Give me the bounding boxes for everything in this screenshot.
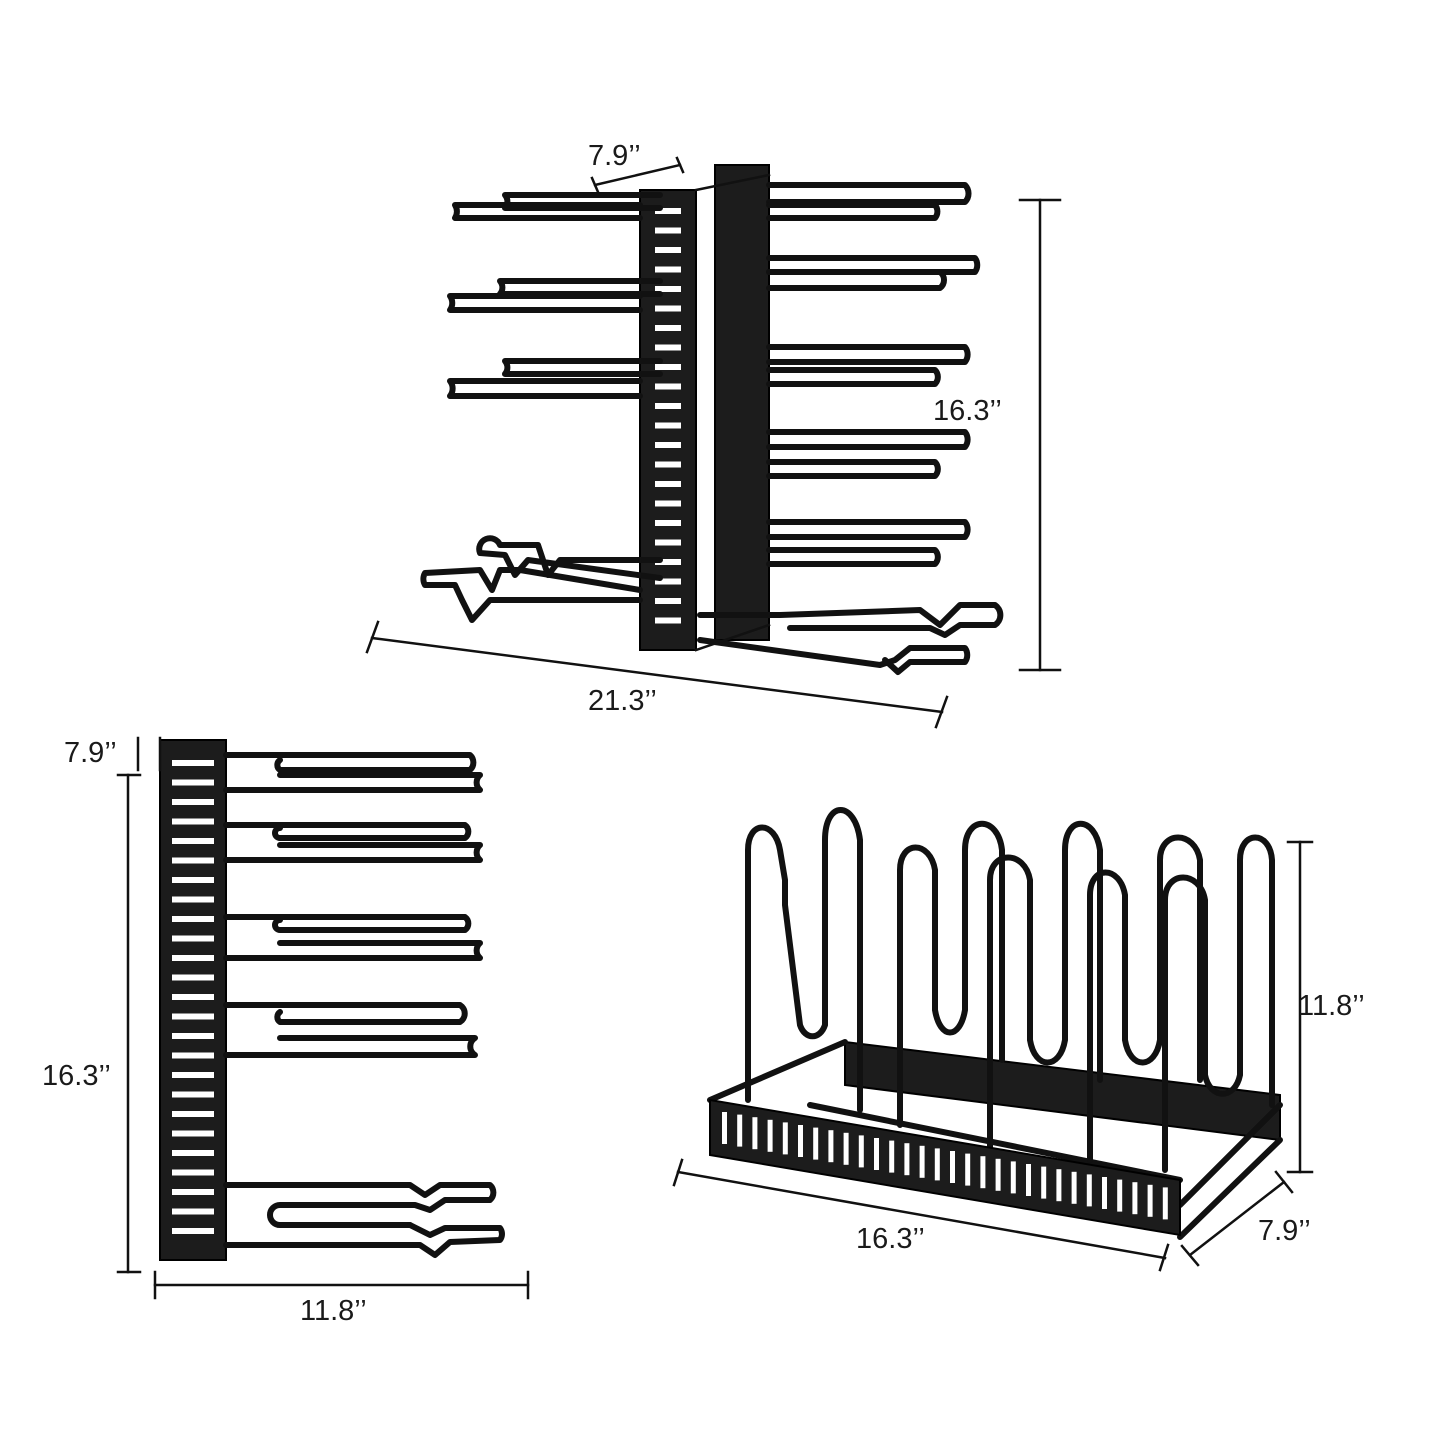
panel-slot bbox=[172, 935, 214, 942]
panel-slot bbox=[655, 247, 681, 253]
panel-slot bbox=[655, 617, 681, 624]
panel-slot bbox=[172, 974, 214, 981]
panel-slot bbox=[172, 760, 214, 766]
panel-slot bbox=[655, 461, 681, 468]
side-view-depth-label: 7.9’’ bbox=[64, 737, 117, 769]
panel-slot bbox=[1010, 1161, 1016, 1194]
panel-slot bbox=[858, 1135, 864, 1168]
top-view-depth-label: 7.9’’ bbox=[588, 140, 641, 172]
panel-slot bbox=[828, 1130, 834, 1163]
panel-slot bbox=[798, 1125, 803, 1157]
panel-slot bbox=[172, 877, 214, 883]
panel-slot bbox=[172, 1072, 214, 1078]
panel-slot bbox=[172, 1033, 214, 1039]
panel-slot bbox=[934, 1148, 940, 1181]
panel-slot bbox=[172, 857, 214, 864]
panel-slot bbox=[782, 1122, 788, 1155]
panel-slot bbox=[655, 598, 681, 604]
panel-slot bbox=[980, 1156, 986, 1189]
panel-slot bbox=[655, 422, 681, 429]
panel-slot bbox=[1071, 1171, 1077, 1204]
vertical-rack-illustration bbox=[420, 164, 1004, 675]
rack-back-panel bbox=[714, 164, 770, 641]
panel-slot bbox=[655, 286, 681, 292]
panel-slot bbox=[172, 1228, 214, 1234]
side-rack-illustration bbox=[159, 739, 505, 1261]
panel-slot bbox=[655, 578, 681, 585]
panel-slot bbox=[655, 403, 681, 409]
flat-rack-front-panel bbox=[709, 1098, 1181, 1237]
panel-slot bbox=[172, 818, 214, 825]
side-view-height-label: 16.3’’ bbox=[42, 1060, 111, 1092]
panel-slot bbox=[1026, 1164, 1031, 1196]
panel-slot bbox=[172, 1130, 214, 1137]
top-view-width-label: 21.3’’ bbox=[588, 685, 657, 717]
top-view-dimensions: 7.9’’ 16.3’’ 21.3’’ bbox=[365, 140, 1062, 729]
panel-slot bbox=[655, 539, 681, 546]
panel-slot bbox=[172, 1111, 214, 1117]
panel-slot bbox=[813, 1127, 819, 1160]
panel-slot bbox=[172, 1052, 214, 1059]
panel-slot bbox=[655, 364, 681, 370]
panel-slot bbox=[655, 442, 681, 448]
panel-slot bbox=[1086, 1174, 1092, 1207]
panel-slot bbox=[172, 838, 214, 844]
flat-view-dimensions: 11.8’’ 16.3’’ 7.9’’ bbox=[672, 840, 1365, 1272]
flat-rack-illustration bbox=[707, 807, 1283, 1240]
panel-slot bbox=[655, 227, 681, 234]
flat-view-depth-label: 7.9’’ bbox=[1258, 1215, 1311, 1247]
flat-view-length-label: 16.3’’ bbox=[856, 1223, 925, 1255]
panel-slot bbox=[172, 1013, 214, 1020]
panel-slot bbox=[655, 481, 681, 487]
panel-slot bbox=[737, 1114, 743, 1147]
panel-slot bbox=[655, 305, 681, 312]
panel-slot bbox=[1056, 1169, 1062, 1202]
panel-slot bbox=[965, 1153, 971, 1186]
panel-slot bbox=[889, 1140, 895, 1173]
panel-slot bbox=[1147, 1184, 1153, 1217]
panel-slot bbox=[655, 559, 681, 565]
panel-slot bbox=[172, 1169, 214, 1176]
panel-slot bbox=[172, 779, 214, 786]
panel-slot bbox=[655, 520, 681, 526]
panel-slot bbox=[655, 325, 681, 331]
panel-slot bbox=[172, 1150, 214, 1156]
panel-slot bbox=[655, 344, 681, 351]
panel-slot bbox=[919, 1145, 925, 1178]
panel-slot bbox=[722, 1112, 727, 1144]
panel-slot bbox=[172, 955, 214, 961]
panel-slot bbox=[752, 1117, 758, 1150]
panel-slot bbox=[767, 1119, 773, 1152]
panel-slot bbox=[874, 1138, 879, 1170]
side-view-dimensions: 7.9’’ 16.3’’ 11.8’’ bbox=[42, 736, 530, 1327]
panel-slot bbox=[995, 1158, 1001, 1191]
panel-slot bbox=[172, 1208, 214, 1215]
panel-slot bbox=[172, 799, 214, 805]
panel-slot bbox=[172, 1189, 214, 1195]
panel-slot bbox=[655, 383, 681, 390]
side-view-width-label: 11.8’’ bbox=[300, 1295, 367, 1327]
panel-slot bbox=[655, 266, 681, 273]
panel-slot bbox=[172, 916, 214, 922]
panel-slot bbox=[172, 1091, 214, 1098]
panel-slot bbox=[950, 1151, 955, 1183]
panel-slot bbox=[1102, 1177, 1107, 1209]
panel-slot bbox=[655, 500, 681, 507]
panel-slot bbox=[1162, 1187, 1168, 1220]
panel-slot bbox=[1041, 1166, 1047, 1199]
panel-slot bbox=[1117, 1179, 1123, 1212]
panel-slot bbox=[1132, 1182, 1138, 1215]
top-view-height-label: 16.3’’ bbox=[933, 395, 1002, 427]
panel-slot bbox=[172, 994, 214, 1000]
panel-slot bbox=[904, 1143, 910, 1176]
panel-slot bbox=[172, 896, 214, 903]
flat-view-height-label: 11.8’’ bbox=[1298, 990, 1365, 1022]
panel-slot bbox=[843, 1132, 849, 1165]
panel-slot bbox=[655, 208, 681, 214]
